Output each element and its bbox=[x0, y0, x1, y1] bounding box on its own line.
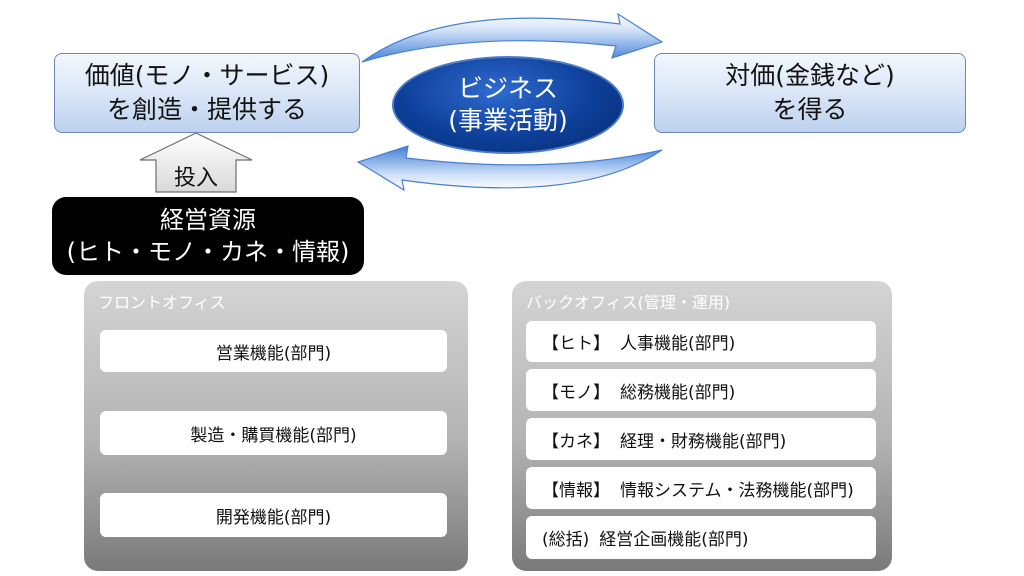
back-office-title: バックオフィス(管理・運用) bbox=[526, 293, 731, 312]
value-creation-line2: を創造・提供する bbox=[106, 95, 307, 124]
resources-line2: (ヒト・モノ・カネ・情報) bbox=[66, 238, 350, 266]
front-office-title: フロントオフィス bbox=[98, 293, 226, 312]
management-resources-box: 経営資源 (ヒト・モノ・カネ・情報) bbox=[52, 197, 364, 275]
front-office-item-manufacturing: 製造・購買機能(部門) bbox=[100, 411, 447, 455]
back-office-label-accounting: 経理・財務機能(部門) bbox=[620, 431, 787, 452]
business-line1: ビジネス bbox=[457, 74, 558, 103]
back-office-label-corporate-planning: 経営企画機能(部門) bbox=[599, 530, 749, 550]
back-office-item-accounting: 【カネ】 経理・財務機能(部門) bbox=[526, 418, 876, 460]
input-arrow-label: 投入 bbox=[173, 166, 218, 191]
back-office-item-hr: 【ヒト】 人事機能(部門) bbox=[526, 321, 876, 362]
back-office-tag-hito: 【ヒト】 bbox=[542, 334, 610, 354]
business-ellipse: ビジネス (事業活動) bbox=[392, 56, 624, 154]
back-office-label-general-affairs: 総務機能(部門) bbox=[620, 382, 736, 403]
back-office-panel: バックオフィス(管理・運用) 【ヒト】 人事機能(部門) 【モノ】 総務機能(部… bbox=[512, 281, 892, 571]
back-office-tag-sokatsu: (総括) bbox=[542, 530, 590, 550]
front-office-item-sales: 営業機能(部門) bbox=[100, 330, 447, 372]
front-office-item-development: 開発機能(部門) bbox=[100, 493, 447, 537]
back-office-label-it-legal: 情報システム・法務機能(部門) bbox=[620, 480, 854, 501]
value-creation-line1: 価値(モノ・サービス) bbox=[84, 61, 330, 90]
compensation-line1: 対価(金銭など) bbox=[725, 61, 895, 90]
compensation-box: 対価(金銭など) を得る bbox=[654, 53, 966, 133]
resources-line1: 経営資源 bbox=[160, 206, 256, 234]
arrow-top-curve bbox=[361, 12, 664, 63]
back-office-label-hr: 人事機能(部門) bbox=[620, 334, 736, 354]
arrow-bottom-curve bbox=[356, 145, 663, 192]
input-up-arrow bbox=[139, 132, 253, 193]
value-creation-box: 価値(モノ・サービス) を創造・提供する bbox=[54, 53, 360, 133]
business-line2: (事業活動) bbox=[448, 106, 568, 135]
back-office-tag-kane: 【カネ】 bbox=[542, 431, 610, 452]
compensation-line2: を得る bbox=[772, 95, 848, 124]
back-office-item-it-legal: 【情報】 情報システム・法務機能(部門) bbox=[526, 467, 876, 509]
front-office-panel: フロントオフィス 営業機能(部門) 製造・購買機能(部門) 開発機能(部門) bbox=[84, 281, 468, 571]
back-office-item-corporate-planning: (総括) 経営企画機能(部門) bbox=[526, 516, 876, 559]
back-office-item-general-affairs: 【モノ】 総務機能(部門) bbox=[526, 369, 876, 411]
back-office-tag-joho: 【情報】 bbox=[542, 480, 610, 501]
back-office-tag-mono: 【モノ】 bbox=[542, 382, 610, 403]
